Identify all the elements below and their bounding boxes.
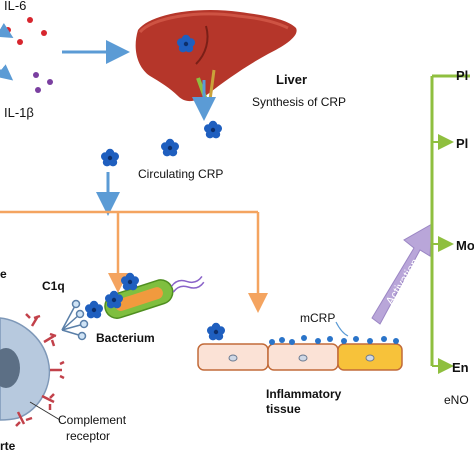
c1q-label: C1q [42,279,65,293]
crp-bound-bacterium-3 [85,300,103,319]
c1q-molecule [61,299,89,341]
mcrp-label: mCRP [300,311,335,325]
crp-bound-bacterium-1 [121,272,139,291]
crp-released-2 [161,138,179,157]
left-cut-label-2: rte [0,439,16,453]
cytokine-arrow-1 [0,22,14,39]
inflammatory-label: Inflammatory [266,387,342,401]
right-label-3: Mo [456,238,474,253]
mcrp-dots [269,335,399,345]
right-label-5: eNO [444,393,469,407]
il6-label: IL-6 [4,0,26,13]
activation-label: Activation [383,256,422,308]
il6-dots [5,17,47,45]
complement-receptors [15,313,65,427]
il1b-label: IL-1β [4,105,34,120]
crp-released [204,120,222,139]
liver-subtitle: Synthesis of CRP [252,95,346,109]
circulating-crp-label: Circulating CRP [138,167,223,181]
mcrp-pointer [335,321,349,337]
receptor-pointer [29,401,61,421]
liver-illustration [135,10,297,102]
right-label-4: En [452,360,469,375]
il1b-dots [33,72,53,93]
receptor-label: receptor [66,429,110,443]
monocyte-cell [0,317,51,421]
cytokine-arrow-2 [0,64,14,81]
left-cut-label-1: e [0,267,7,281]
complement-label: Complement [58,413,127,427]
tissue-cells [197,343,403,371]
liver-title: Liver [276,72,307,87]
crp-circulating [101,148,119,167]
tissue-label: tissue [266,402,301,416]
right-label-2: Pl [456,136,468,151]
green-bracket [430,74,470,366]
bacterium-label: Bacterium [96,331,155,345]
right-label-1: Pl [456,68,468,83]
crp-on-tissue [207,322,225,341]
